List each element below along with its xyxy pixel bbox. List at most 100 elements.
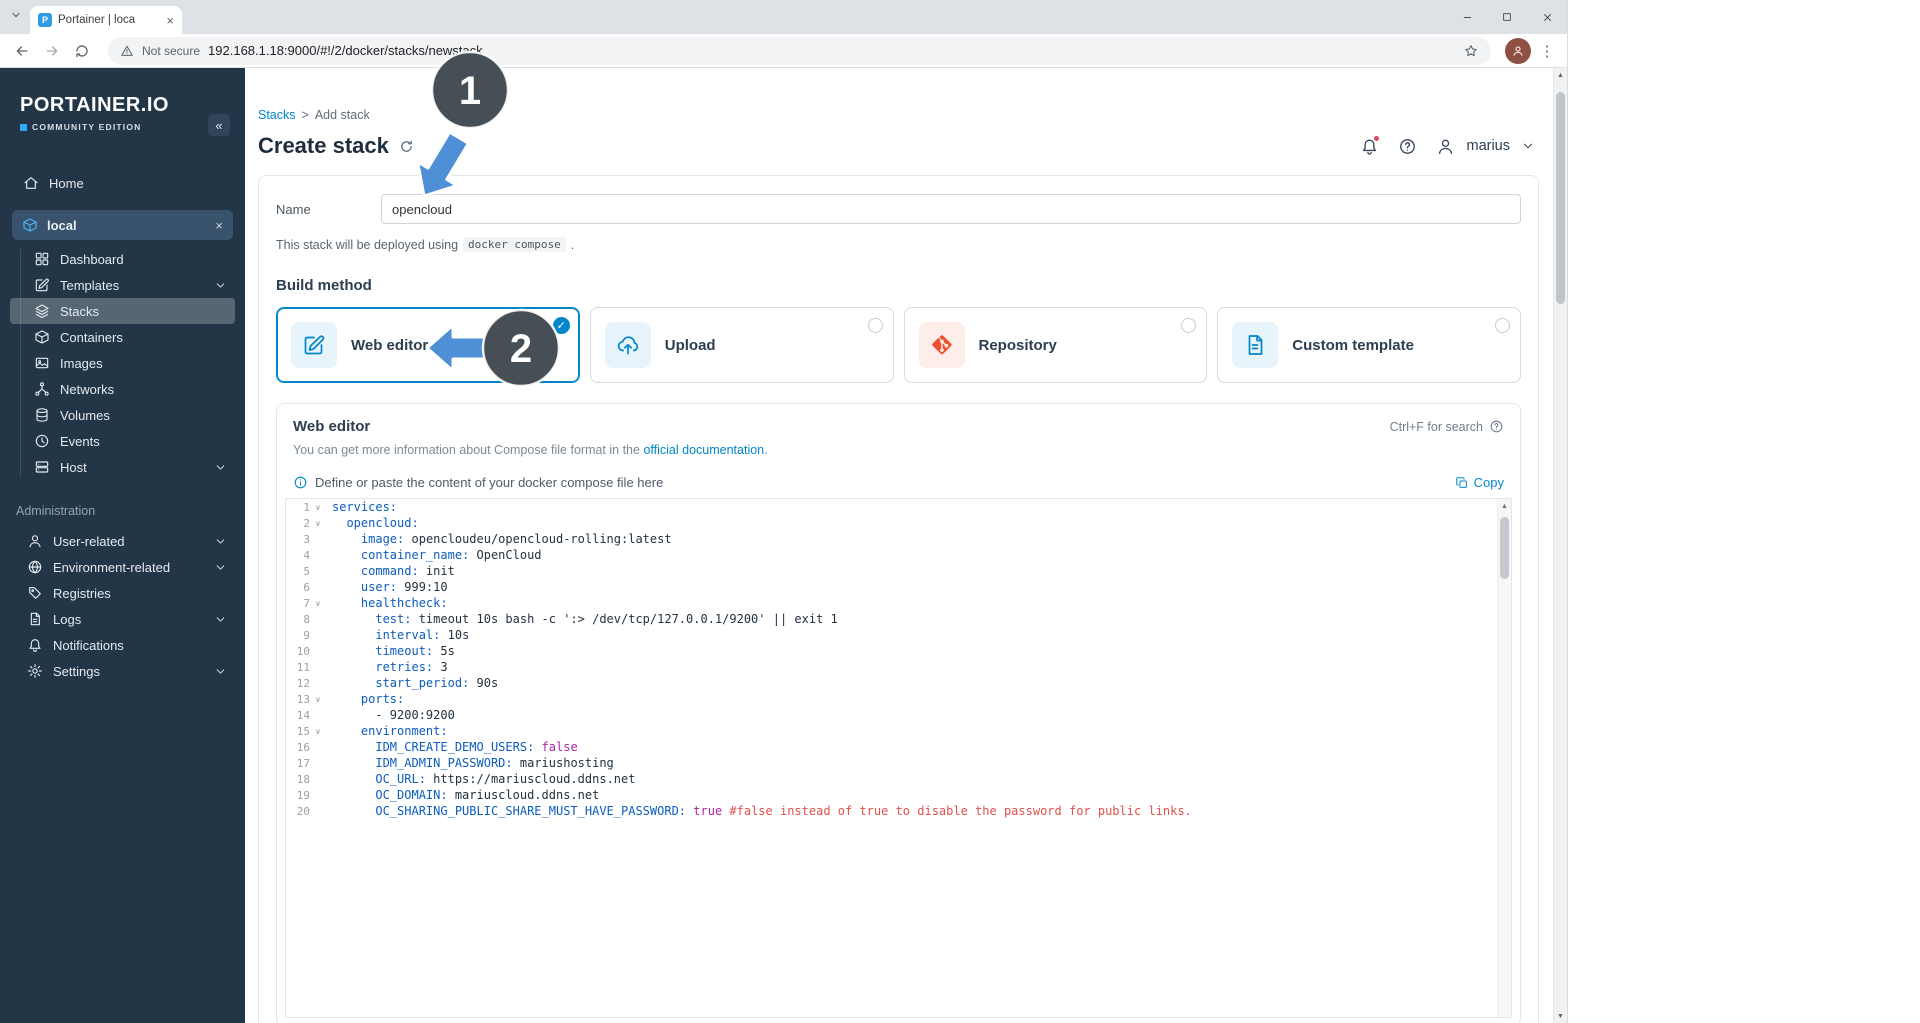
stack-name-input[interactable] bbox=[381, 194, 1521, 224]
fold-chevron-icon[interactable]: ∨ bbox=[315, 518, 321, 528]
help-icon[interactable] bbox=[1398, 137, 1417, 156]
sidebar-item-host[interactable]: Host bbox=[10, 454, 235, 480]
code-line-7: 7∨ healthcheck: bbox=[286, 595, 1511, 611]
gutter: 10 bbox=[286, 645, 332, 658]
copy-icon bbox=[1455, 476, 1467, 488]
code-text: environment: bbox=[360, 724, 448, 738]
editor-scroll-up-icon[interactable]: ▲ bbox=[1501, 502, 1508, 510]
page-scroll-down-icon[interactable]: ▼ bbox=[1557, 1012, 1564, 1020]
code-text: retries: 3 bbox=[375, 660, 448, 674]
build-method-upload[interactable]: Upload bbox=[589, 307, 894, 383]
user-icon[interactable] bbox=[1436, 137, 1455, 156]
minimize-button[interactable] bbox=[1447, 0, 1487, 34]
registries-icon bbox=[29, 587, 41, 599]
tab-close-icon[interactable]: × bbox=[166, 12, 174, 28]
sidebar-item-environment-related[interactable]: Environment-related bbox=[10, 554, 235, 580]
sidebar-item-settings[interactable]: Settings bbox=[10, 658, 235, 684]
breadcrumb-stacks-link[interactable]: Stacks bbox=[258, 108, 296, 122]
help-circle-icon[interactable] bbox=[1489, 419, 1504, 434]
sidebar-item-containers[interactable]: Containers bbox=[10, 324, 235, 350]
edition-label: COMMUNITY EDITION bbox=[32, 122, 142, 132]
editor-scroll-thumb[interactable] bbox=[1500, 517, 1509, 579]
sidebar-item-events[interactable]: Events bbox=[10, 428, 235, 454]
maximize-button[interactable] bbox=[1487, 0, 1527, 34]
notifications-bell-button[interactable] bbox=[1360, 134, 1381, 156]
events-icon bbox=[35, 434, 49, 448]
fold-chevron-icon[interactable]: ∨ bbox=[315, 726, 321, 736]
code-line-20: 20 OC_SHARING_PUBLIC_SHARE_MUST_HAVE_PAS… bbox=[286, 803, 1511, 819]
page-scroll-thumb[interactable] bbox=[1556, 92, 1565, 304]
tab-search-caret-icon[interactable] bbox=[10, 9, 22, 21]
reload-button[interactable] bbox=[70, 39, 94, 63]
browser-window: P Portainer | loca × Not secure 192.168.… bbox=[0, 0, 1568, 1023]
chevron-down-icon[interactable] bbox=[1521, 139, 1535, 153]
code-line-3: 3 image: opencloudeu/opencloud-rolling:l… bbox=[286, 531, 1511, 547]
page-scroll-up-icon[interactable]: ▲ bbox=[1557, 71, 1564, 79]
bookmark-star-icon[interactable] bbox=[1463, 43, 1479, 59]
build-method-web-editor[interactable]: Web editor✓ bbox=[276, 307, 580, 383]
home-icon bbox=[24, 177, 38, 189]
copy-button[interactable]: Copy bbox=[1455, 475, 1504, 490]
gutter: 15∨ bbox=[286, 725, 332, 738]
build-method-custom-template[interactable]: Custom template bbox=[1217, 307, 1521, 383]
sidebar-item-notifications[interactable]: Notifications bbox=[10, 632, 235, 658]
portainer-favicon-icon: P bbox=[38, 13, 52, 27]
sidebar-item-registries[interactable]: Registries bbox=[10, 580, 235, 606]
sidebar-item-stacks[interactable]: Stacks bbox=[10, 298, 235, 324]
sidebar-item-label: Environment-related bbox=[53, 559, 171, 575]
code-line-15: 15∨ environment: bbox=[286, 723, 1511, 739]
gutter: 7∨ bbox=[286, 597, 332, 610]
editor-icon bbox=[304, 335, 325, 355]
refresh-icon[interactable] bbox=[399, 139, 414, 154]
sidebar-item-images[interactable]: Images bbox=[10, 350, 235, 376]
official-documentation-link[interactable]: official documentation bbox=[643, 443, 765, 457]
gutter: 6 bbox=[286, 581, 332, 594]
compose-code-editor[interactable]: 1∨services:2∨ opencloud:3 image: openclo… bbox=[285, 498, 1512, 1018]
close-button[interactable] bbox=[1527, 0, 1567, 34]
chevron-down-icon bbox=[216, 282, 225, 288]
sidebar-collapse-button[interactable]: « bbox=[208, 114, 230, 136]
page-scrollbar[interactable]: ▲ ▼ bbox=[1553, 68, 1567, 1023]
browser-menu-icon[interactable]: ⋮ bbox=[1539, 42, 1555, 60]
sidebar-item-networks[interactable]: Networks bbox=[10, 376, 235, 402]
gutter: 13∨ bbox=[286, 693, 332, 706]
sidebar-item-label: Templates bbox=[60, 277, 120, 293]
radio-button[interactable] bbox=[867, 318, 883, 333]
stacks-icon bbox=[35, 304, 49, 319]
gutter: 3 bbox=[286, 533, 332, 546]
sidebar-item-label: Notifications bbox=[53, 637, 124, 653]
sidebar-item-templates[interactable]: Templates bbox=[10, 272, 235, 298]
browser-profile-avatar[interactable] bbox=[1505, 37, 1531, 64]
build-method-label: Upload bbox=[664, 336, 716, 354]
address-bar[interactable]: Not secure 192.168.1.18:9000/#!/2/docker… bbox=[108, 36, 1491, 65]
line-number: 8 bbox=[303, 612, 310, 626]
web-editor-title: Web editor bbox=[293, 418, 371, 435]
chevron-down-icon bbox=[216, 668, 225, 674]
radio-button[interactable] bbox=[1495, 318, 1510, 333]
back-button[interactable] bbox=[10, 39, 34, 63]
users-icon bbox=[29, 535, 41, 548]
browser-tab[interactable]: P Portainer | loca × bbox=[30, 6, 182, 34]
sidebar-item-logs[interactable]: Logs bbox=[10, 606, 235, 632]
forward-button[interactable] bbox=[40, 39, 64, 63]
editor-scrollbar[interactable]: ▲ bbox=[1497, 499, 1511, 1017]
code-line-2: 2∨ opencloud: bbox=[286, 515, 1511, 531]
fold-chevron-icon[interactable]: ∨ bbox=[315, 502, 321, 512]
sidebar-item-dashboard[interactable]: Dashboard bbox=[10, 246, 235, 272]
fold-chevron-icon[interactable]: ∨ bbox=[315, 694, 321, 704]
notifications-icon bbox=[29, 639, 41, 652]
gutter: 12 bbox=[286, 677, 332, 690]
build-method-repository[interactable]: Repository bbox=[903, 307, 1208, 383]
fold-chevron-icon[interactable]: ∨ bbox=[315, 598, 321, 608]
volumes-icon bbox=[36, 408, 48, 422]
sidebar-item-user-related[interactable]: User-related bbox=[10, 528, 235, 554]
info-prefix: You can get more information about Compo… bbox=[293, 443, 640, 457]
sidebar-item-home[interactable]: Home bbox=[10, 168, 235, 198]
environment-local[interactable]: local × bbox=[12, 210, 233, 240]
environment-icon bbox=[28, 560, 42, 574]
user-menu[interactable]: marius bbox=[1466, 138, 1510, 154]
code-text: image: opencloudeu/opencloud-rolling:lat… bbox=[360, 532, 672, 546]
sidebar-item-volumes[interactable]: Volumes bbox=[10, 402, 235, 428]
radio-button[interactable] bbox=[1181, 318, 1197, 333]
environment-close-icon[interactable]: × bbox=[215, 217, 223, 233]
